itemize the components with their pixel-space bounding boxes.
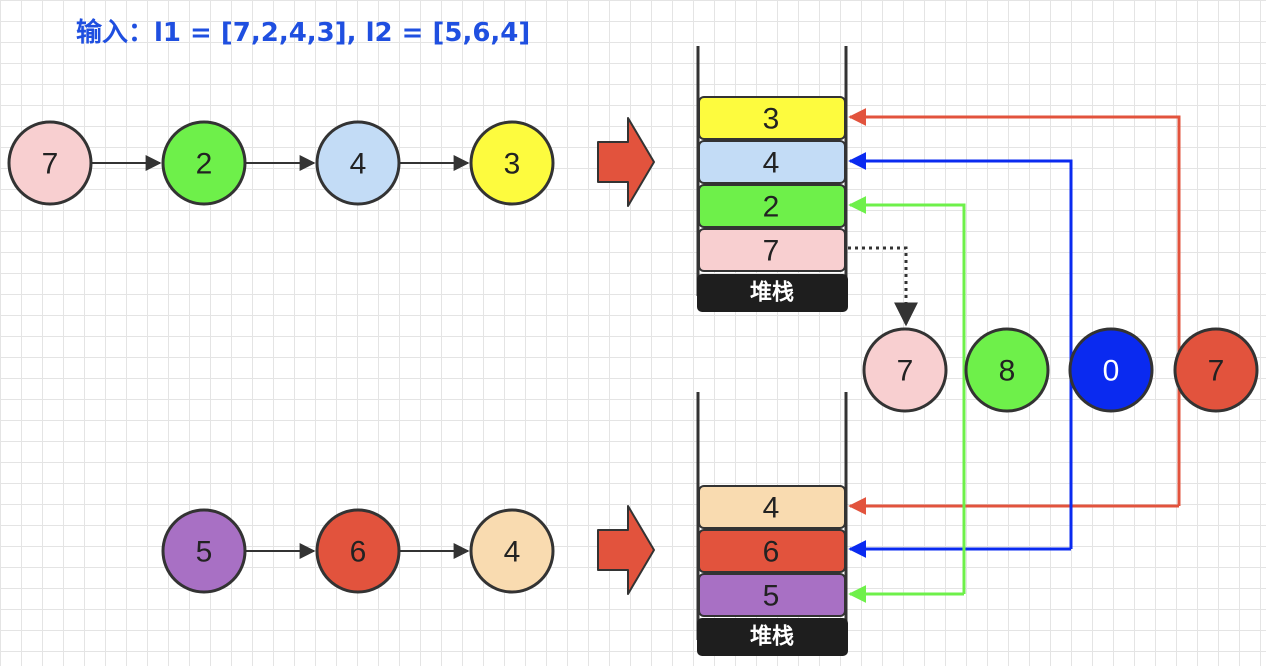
stack-cell — [698, 228, 846, 272]
connector-dotted-carry — [848, 246, 918, 327]
list1-node: 7 — [7, 120, 93, 206]
node-value: 2 — [196, 148, 213, 181]
input-title: 输入：l1 = [7,2,4,3], l2 = [5,6,4] — [76, 17, 530, 48]
result-node: 8 — [964, 327, 1050, 413]
node-circle — [161, 508, 247, 594]
node-value: 7 — [897, 355, 914, 388]
stack-cell — [698, 96, 846, 140]
list1-node: 3 — [469, 120, 555, 206]
list1-node: 4 — [315, 120, 401, 206]
stack-cell-value: 4 — [763, 492, 780, 525]
stack-cell-value: 7 — [763, 235, 780, 268]
stack-cell — [698, 184, 846, 228]
result-node: 7 — [1173, 327, 1259, 413]
connector-green-top — [848, 196, 966, 594]
stack2: 4 6 5 堆栈 — [696, 392, 848, 656]
stack-cell-value: 6 — [763, 536, 780, 569]
node-value: 8 — [999, 355, 1016, 388]
node-circle — [315, 508, 401, 594]
stack-base-label: 堆栈 — [750, 625, 794, 650]
stack-cell-value: 5 — [763, 580, 780, 613]
node-value: 0 — [1103, 355, 1120, 388]
list1-node: 2 — [161, 120, 247, 206]
stack-cell-value: 4 — [763, 147, 780, 180]
stack-base — [697, 618, 848, 656]
list2-node: 5 — [161, 508, 247, 594]
node-value: 3 — [504, 148, 521, 181]
stack-cell — [698, 485, 846, 529]
node-value: 4 — [350, 148, 367, 181]
node-circle — [964, 327, 1050, 413]
result-node: 0 — [1068, 327, 1154, 413]
list1: 7 2 4 3 — [7, 120, 555, 206]
connector-red-top — [848, 108, 1181, 506]
result: 7 8 0 7 — [862, 327, 1259, 413]
stack-cell-value: 3 — [763, 103, 780, 136]
node-circle — [469, 120, 555, 206]
stack-cell — [698, 140, 846, 184]
result-node: 7 — [862, 327, 948, 413]
stack-cell — [698, 529, 846, 573]
list2-node: 6 — [315, 508, 401, 594]
node-circle — [1173, 327, 1259, 413]
connector-blue-top — [848, 152, 1073, 549]
list2: 5 6 4 — [161, 508, 555, 594]
node-circle — [161, 120, 247, 206]
node-circle — [862, 327, 948, 413]
stack-base — [697, 274, 848, 312]
node-value: 6 — [350, 536, 367, 569]
node-circle — [315, 120, 401, 206]
push-arrow-2 — [597, 505, 655, 595]
node-circle — [1068, 327, 1154, 413]
node-circle — [469, 508, 555, 594]
stack-cell-value: 2 — [763, 191, 780, 224]
node-value: 4 — [504, 536, 521, 569]
node-value: 7 — [1208, 355, 1225, 388]
node-circle — [7, 120, 93, 206]
node-value: 7 — [42, 148, 59, 181]
node-value: 5 — [196, 536, 213, 569]
push-arrow-1 — [597, 117, 655, 207]
stack1: 3 4 2 7 堆栈 — [696, 46, 848, 312]
list2-node: 4 — [469, 508, 555, 594]
stack-base-label: 堆栈 — [750, 281, 794, 306]
stack-cell — [698, 573, 846, 617]
